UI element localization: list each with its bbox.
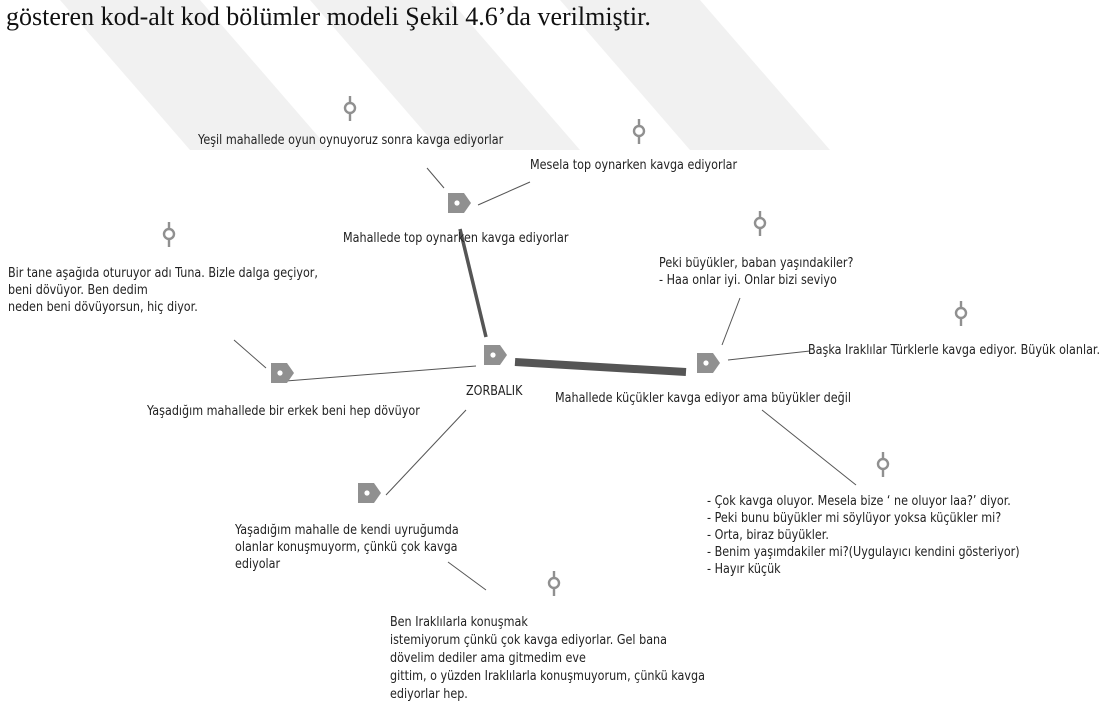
quote-text-5: Başka Iraklılar Türklerle kavga ediyor. … bbox=[808, 343, 1101, 358]
link-center-right bbox=[514, 358, 687, 376]
quote-7-line-1: Ben Iraklılarla konuşmak bbox=[390, 615, 528, 630]
quote-icon-7 bbox=[547, 569, 561, 598]
code-icon-top bbox=[448, 193, 471, 213]
quote-7-line-4: gittim, o yüzden Iraklılarla konuşmuyoru… bbox=[390, 669, 705, 684]
quote-icon-1 bbox=[343, 94, 357, 123]
link-right-q6 bbox=[761, 409, 857, 486]
quote-6-line-3: - Orta, biraz büyükler. bbox=[707, 528, 829, 543]
quote-icon-4 bbox=[753, 209, 767, 238]
code-icon-center bbox=[484, 345, 507, 365]
code-icon-right bbox=[697, 353, 720, 373]
link-bottom-q7 bbox=[447, 561, 487, 591]
link-bottom-center bbox=[385, 409, 467, 496]
code-label-bottom-text: Yaşadığım mahalle de kendi uyruğumda ola… bbox=[235, 523, 459, 572]
quote-text-1: Yeşil mahallede oyun oynuyoruz sonra kav… bbox=[198, 133, 504, 148]
quote-text-4: Peki büyükler, baban yaşındakiler? - Haa… bbox=[659, 255, 853, 289]
code-icon-bottom bbox=[358, 483, 381, 503]
code-label-right: Mahallede küçükler kavga ediyor ama büyü… bbox=[555, 391, 851, 406]
code-label-left: Yaşadığım mahallede bir erkek beni hep d… bbox=[147, 404, 420, 419]
link-q4-right bbox=[721, 297, 741, 346]
code-label-bottom: Yaşadığım mahalle de kendi uyruğumda ola… bbox=[235, 522, 493, 573]
link-top-center bbox=[458, 228, 488, 338]
quote-6-line-5: - Hayır küçük bbox=[707, 562, 781, 577]
page-heading: gösteren kod-alt kod bölümler modeli Şek… bbox=[6, 2, 651, 31]
code-label-center: ZORBALIK bbox=[466, 384, 523, 399]
quote-6-line-1: - Çok kavga oluyor. Mesela bize ‘ ne olu… bbox=[707, 494, 1011, 509]
quote-icon-6 bbox=[876, 450, 890, 479]
quote-icon-3 bbox=[162, 220, 176, 249]
quote-text-3: Bir tane aşağıda oturuyor adı Tuna. Bizl… bbox=[8, 265, 318, 316]
quote-text-7: Ben Iraklılarla konuşmak istemiyorum çün… bbox=[390, 614, 705, 704]
code-icon-left bbox=[271, 363, 294, 383]
quote-7-line-5: ediyorlar hep. bbox=[390, 687, 468, 702]
quote-3-line-3: neden beni dövüyorsun, hiç diyor. bbox=[8, 300, 198, 315]
link-q5-right bbox=[727, 350, 811, 361]
quote-6-line-4: - Benim yaşımdakiler mi?(Uygulayıcı kend… bbox=[707, 545, 1020, 560]
link-top-q2 bbox=[477, 181, 531, 206]
link-q1-top bbox=[426, 167, 445, 189]
quote-4-line-1: Peki büyükler, baban yaşındakiler? bbox=[659, 256, 854, 271]
quote-7-line-2: istemiyorum çünkü çok kavga ediyorlar. G… bbox=[390, 633, 667, 648]
quote-text-6: - Çok kavga oluyor. Mesela bize ‘ ne olu… bbox=[707, 493, 1020, 578]
link-left-center bbox=[285, 365, 477, 382]
quote-6-line-2: - Peki bunu büyükler mi söylüyor yoksa k… bbox=[707, 511, 1002, 526]
quote-text-2: Mesela top oynarken kavga ediyorlar bbox=[530, 158, 738, 173]
link-q3-left bbox=[233, 339, 267, 369]
quote-icon-2 bbox=[632, 117, 646, 146]
code-label-top: Mahallede top oynarken kavga ediyorlar bbox=[343, 231, 569, 246]
connector-lines bbox=[233, 167, 857, 591]
quote-3-line-2: beni dövüyor. Ben dedim bbox=[8, 283, 148, 298]
quote-7-line-3: dövelim dediler ama gitmedim eve bbox=[390, 651, 586, 666]
quote-3-line-1: Bir tane aşağıda oturuyor adı Tuna. Bizl… bbox=[8, 266, 318, 281]
quote-icon-5 bbox=[954, 299, 968, 328]
quote-4-line-2: - Haa onlar iyi. Onlar bizi seviyo bbox=[659, 273, 837, 288]
